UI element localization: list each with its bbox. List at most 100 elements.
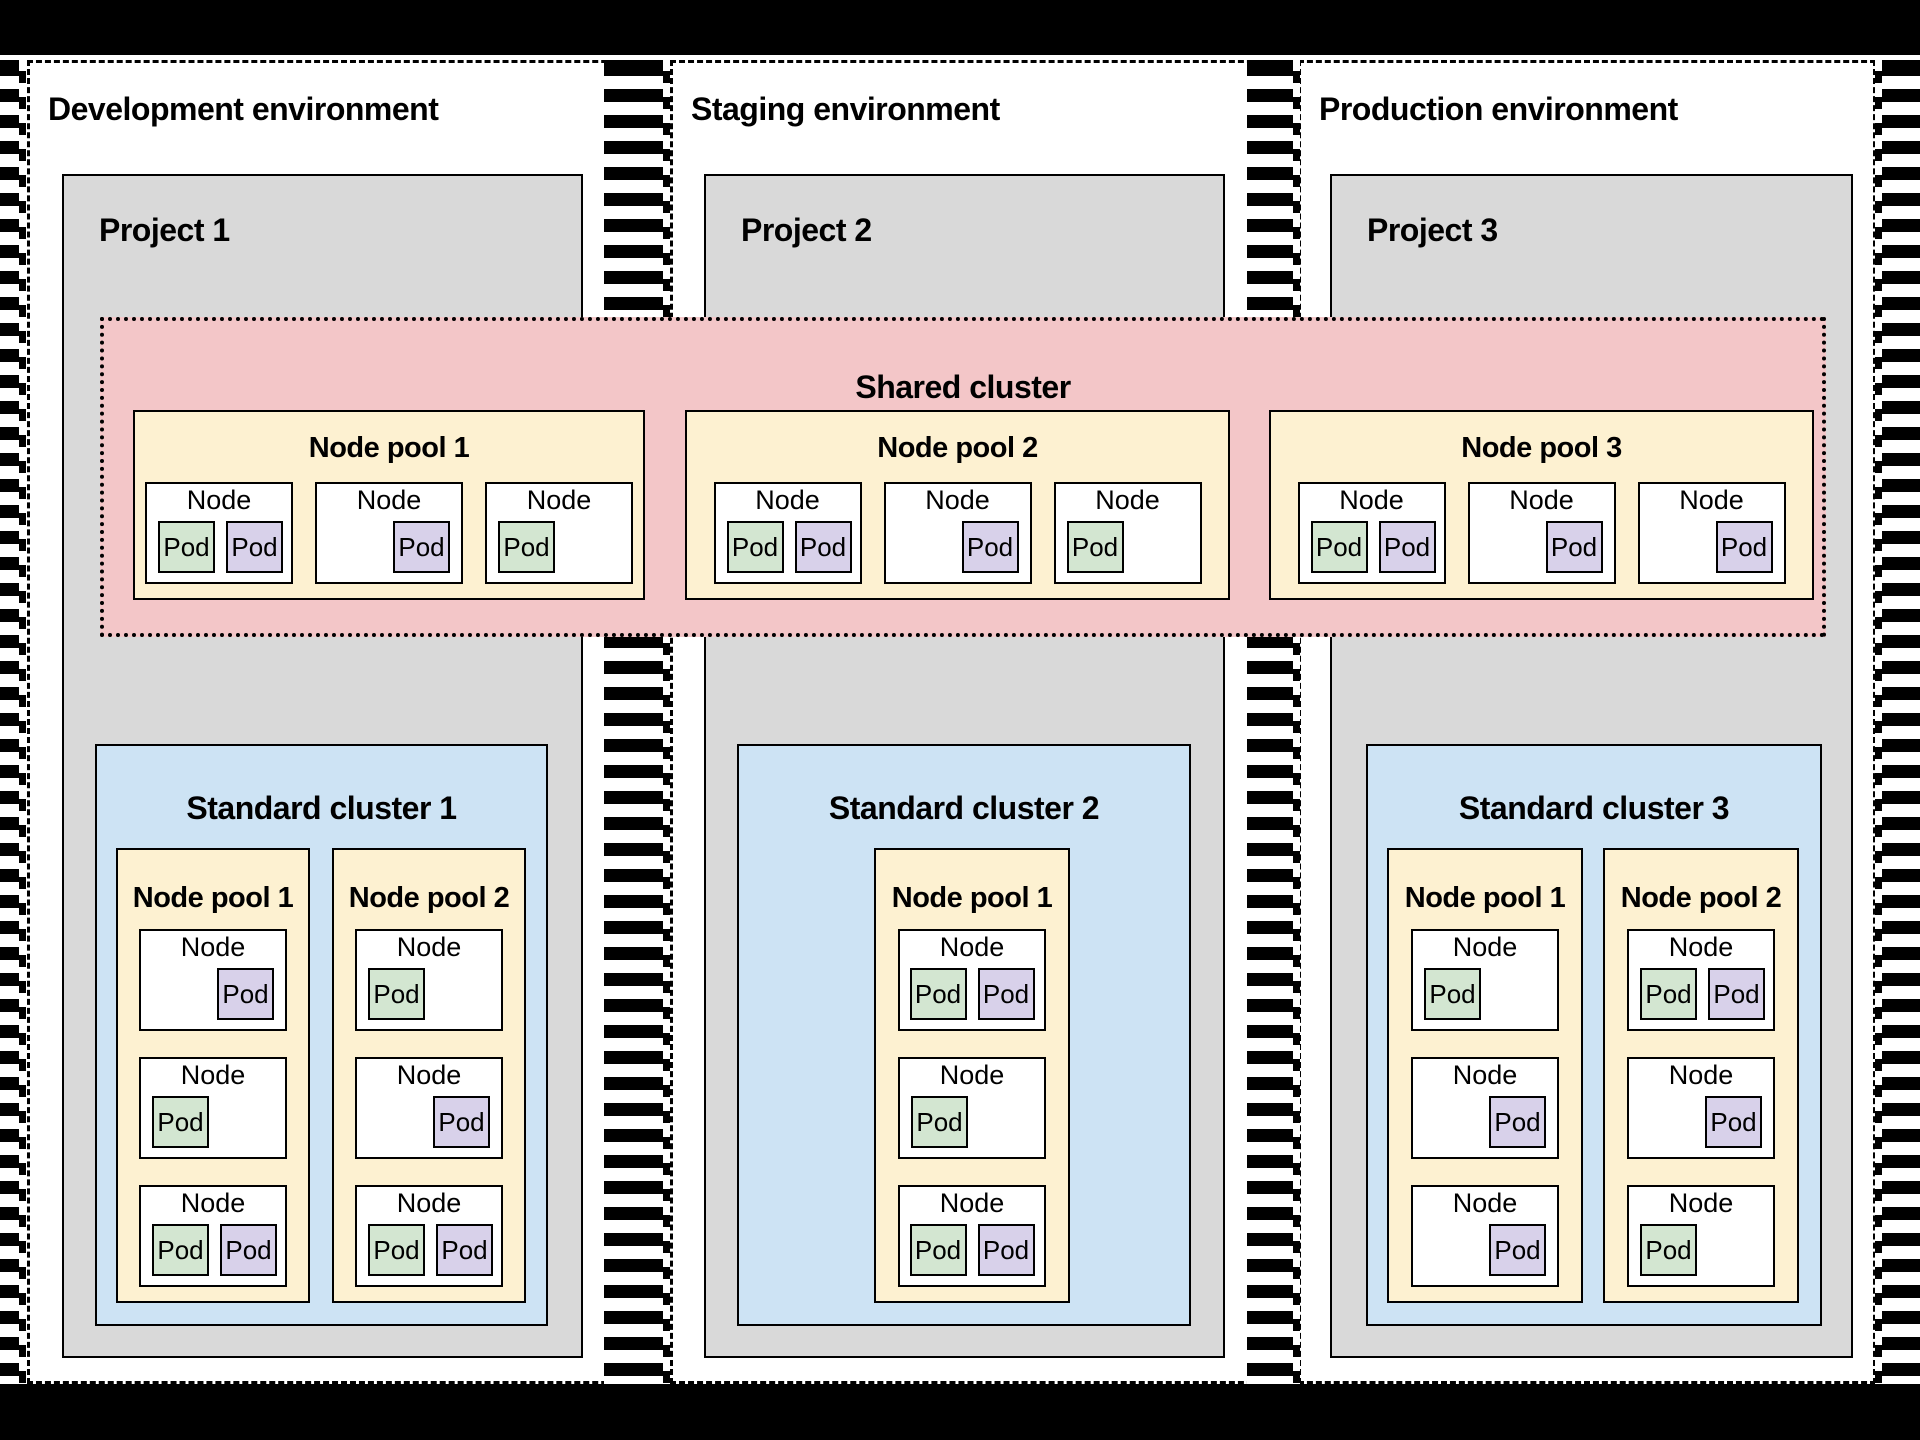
environment-title: Staging environment [691,91,1000,127]
node-label: Node [939,932,1005,962]
boundary-hatch [0,55,26,1384]
pod-box: Pod [158,521,215,573]
pod-box: Pod [911,1096,968,1148]
node-label: Node [396,1060,462,1090]
pod-box: Pod [1715,521,1773,573]
node-label: Node [1095,485,1160,515]
pod-row: Pod [900,1091,1044,1157]
boundary-hatch-bars [1247,55,1293,1384]
pod-box: Pod [226,521,283,573]
node-pool-title: Node pool 2 [1620,882,1782,914]
node-label: Node [526,485,592,515]
environment-title: Development environment [48,91,439,127]
pod-box: Pod [794,521,852,573]
pod-row: Pod [1413,1219,1557,1285]
boundary-hatch-hooks [1875,55,1882,1384]
node-label: Node [1339,485,1404,515]
node-label: Node [1668,1188,1734,1218]
pod-row: Pod [317,516,461,582]
pod-box: Pod [909,968,967,1020]
node-label: Node [180,1188,246,1218]
node-pool-title: Node pool 1 [1404,882,1566,914]
pod-row: Pod [1640,516,1784,582]
node-label: Node [925,485,990,515]
standard-cluster-title: Standard cluster 2 [828,790,1100,826]
boundary-hatch [1247,55,1300,1384]
node-pool-title: Node pool 2 [877,432,1038,464]
pod-box: Pod [152,1224,209,1276]
pod-box: Pod [977,1224,1035,1276]
pod-box: Pod [1489,1096,1546,1148]
pod-row: Pod [1413,1091,1557,1157]
pod-row: Pod [1056,516,1200,582]
boundary-hatch-bars [604,55,663,1384]
shared-cluster-title: Shared cluster [855,369,1071,405]
pod-row: Pod [487,516,631,582]
pod-box: Pod [1310,521,1368,573]
bottom-frame-bar [0,1384,1920,1440]
pod-box: Pod [961,521,1019,573]
node-label: Node [1452,1060,1518,1090]
pod-box: Pod [436,1224,493,1276]
node-label: Node [396,932,462,962]
pod-box: Pod [1640,1224,1697,1276]
node-label: Node [755,485,820,515]
project-title: Project 3 [1367,212,1498,248]
pod-row: Pod [141,963,285,1029]
pod-box: Pod [152,1096,209,1148]
environment-title: Production environment [1319,91,1678,127]
pod-box: Pod [368,968,425,1020]
pod-box: Pod [1489,1224,1546,1276]
boundary-hatch-hooks [1293,55,1300,1384]
pod-row: Pod [1413,963,1557,1029]
pod-box: Pod [1708,968,1765,1020]
boundary-hatch-hooks [19,55,26,1384]
node-label: Node [180,1060,246,1090]
pod-box: Pod [393,521,450,573]
node-label: Node [1679,485,1744,515]
pod-box: Pod [368,1224,425,1276]
pod-row: Pod [141,1091,285,1157]
boundary-hatch [1875,55,1920,1384]
pod-box: Pod [1545,521,1603,573]
pod-box: Pod [1066,521,1124,573]
boundary-hatch-hooks [663,55,670,1384]
pod-box: Pod [1640,968,1697,1020]
project-title: Project 2 [741,212,872,248]
node-label: Node [396,1188,462,1218]
pod-box: Pod [977,968,1035,1020]
node-label: Node [939,1060,1005,1090]
